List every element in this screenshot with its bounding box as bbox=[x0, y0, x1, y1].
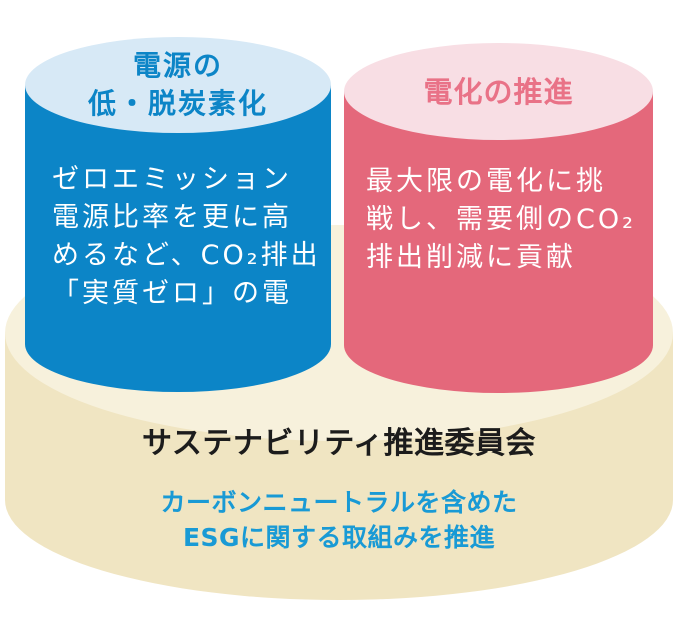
committee-subtitle: カーボンニュートラルを含めた ESGに関する取組みを推進 bbox=[0, 485, 678, 555]
left-cylinder-description-line2: 電源比率を更に高 bbox=[52, 202, 292, 233]
left-cylinder-description-line1: ゼロエミッション bbox=[52, 164, 292, 195]
left-cylinder-description-line3: めるなど、CO₂排出 bbox=[52, 240, 321, 271]
left-cylinder-description: ゼロエミッション 電源比率を更に高 めるなど、CO₂排出 「実質ゼロ」の電 bbox=[52, 161, 321, 313]
committee-subtitle-line2: ESGに関する取組みを推進 bbox=[182, 523, 496, 552]
right-cylinder-description-line2: 戦し、需要側のCO₂ bbox=[366, 204, 636, 235]
right-cylinder-description-line1: 最大限の電化に挑 bbox=[366, 166, 606, 197]
left-cylinder-description-line4: 「実質ゼロ」の電 bbox=[52, 278, 292, 309]
right-cylinder-description-line3: 排出削減に貢献 bbox=[366, 242, 576, 273]
right-cylinder-cap: 電化の推進 bbox=[344, 43, 653, 140]
right-cylinder-description: 最大限の電化に挑 戦し、需要側のCO₂ 排出削減に貢献 bbox=[366, 163, 636, 277]
right-cylinder-body bbox=[344, 91, 653, 393]
right-cylinder-title: 電化の推進 bbox=[423, 74, 574, 109]
committee-title: サステナビリティ推進委員会 bbox=[141, 426, 537, 461]
committee-subtitle-line1: カーボンニュートラルを含めた bbox=[160, 488, 518, 517]
left-cylinder-title-line2: 低・脱炭素化 bbox=[87, 87, 268, 120]
left-cylinder-cap: 電源の 低・脱炭素化 bbox=[25, 37, 331, 133]
left-cylinder-title-line1: 電源の bbox=[132, 49, 223, 82]
left-cylinder-body bbox=[25, 85, 331, 392]
